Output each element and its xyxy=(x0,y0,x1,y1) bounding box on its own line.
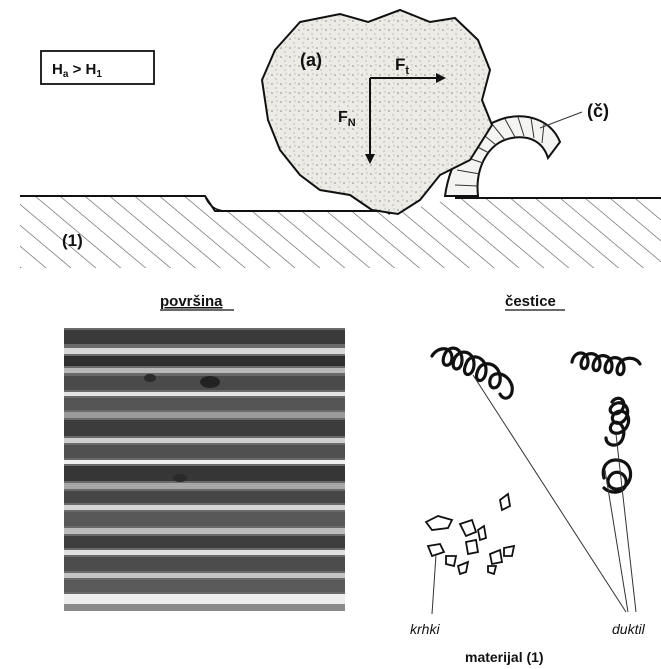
brittle-fragment xyxy=(458,562,468,574)
brittle-fragment xyxy=(428,544,444,556)
brittle-fragment xyxy=(466,540,478,554)
chip-label: (č) xyxy=(587,101,609,121)
hardness-condition-box: Ha > H1 xyxy=(41,51,154,84)
brittle-fragment xyxy=(446,556,456,566)
chip-pointer xyxy=(540,112,582,128)
base-material xyxy=(20,196,661,268)
material-label: (1) xyxy=(62,231,83,250)
brittle-label: krhki xyxy=(410,621,440,637)
material-caption: materijal (1) xyxy=(465,649,544,665)
brittle-fragment xyxy=(490,550,502,564)
svg-text:Ha > H1: Ha > H1 xyxy=(52,61,102,80)
surface-micrograph xyxy=(64,328,345,611)
brittle-fragment xyxy=(460,520,476,536)
ductile-particles xyxy=(432,348,640,492)
brittle-particles xyxy=(426,494,514,574)
brittle-fragment xyxy=(478,526,486,540)
surface-title: površina xyxy=(160,293,223,310)
brittle-fragment xyxy=(426,516,452,530)
ductile-label: duktil xyxy=(612,621,646,637)
brittle-fragment xyxy=(504,546,514,556)
ductile-chip-2 xyxy=(572,353,640,375)
ductile-chip-1 xyxy=(432,348,512,398)
brittle-fragment xyxy=(488,566,496,574)
brittle-fragment xyxy=(500,494,510,510)
ductile-chip-3 xyxy=(606,398,629,445)
leader-lines xyxy=(432,375,636,614)
particles-title: čestice xyxy=(505,293,556,310)
abrasive-label: (a) xyxy=(300,50,322,70)
